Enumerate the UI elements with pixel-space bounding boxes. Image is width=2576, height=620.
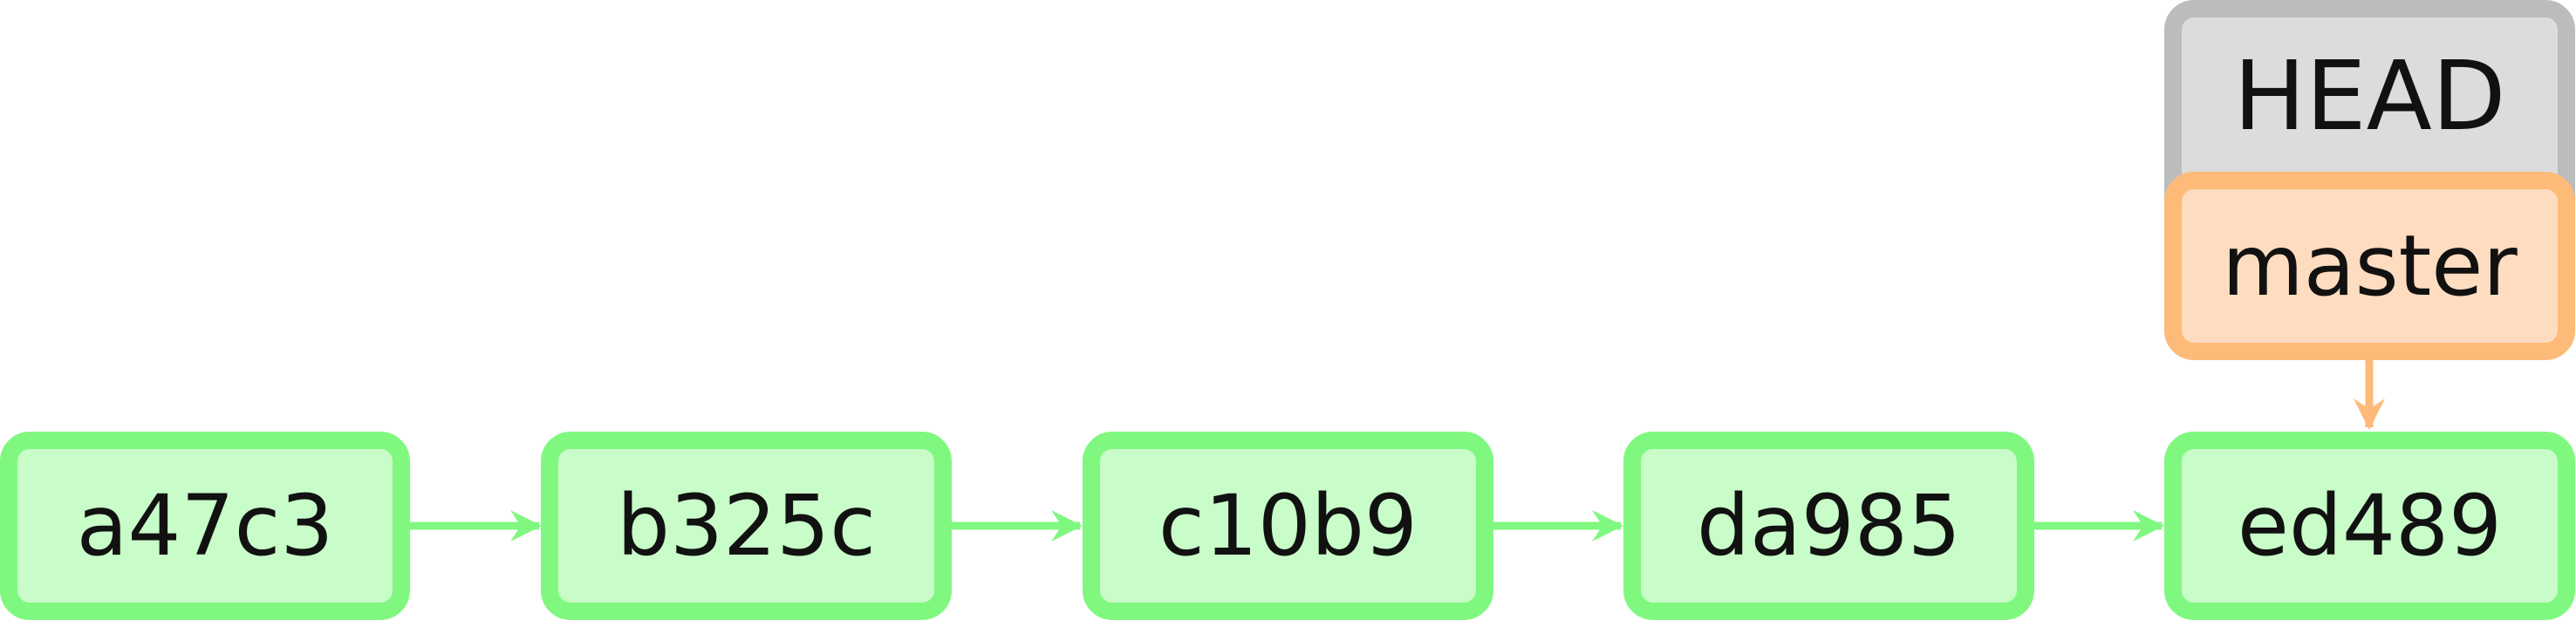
commit-box-c10b9 bbox=[1083, 432, 1493, 620]
branch-box-master bbox=[2164, 172, 2575, 360]
commit-box-b325c bbox=[541, 432, 952, 620]
commit-box-da985 bbox=[1623, 432, 2034, 620]
commit-box-ed489 bbox=[2164, 432, 2575, 620]
commit-box-a47c3 bbox=[0, 432, 410, 620]
